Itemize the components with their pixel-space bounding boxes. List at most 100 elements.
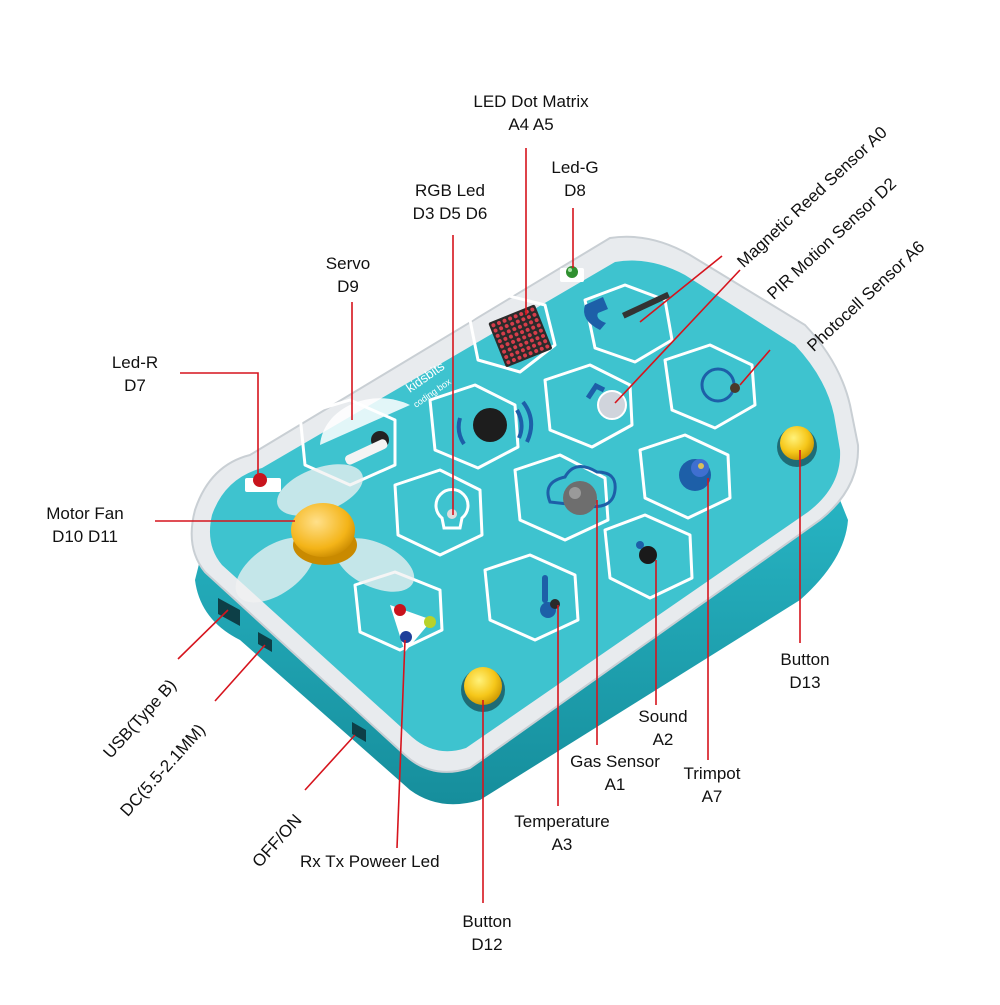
label-led-g-pin: D8	[564, 181, 586, 200]
label-gas-name: Gas Sensor	[570, 752, 660, 771]
label-motor-fan: Motor Fan D10 D11	[30, 502, 140, 548]
led-matrix-dot	[506, 360, 511, 365]
led-matrix-dot	[510, 321, 515, 326]
led-matrix-dot	[491, 323, 496, 328]
hex-tiles	[298, 283, 757, 652]
led-matrix-dot	[526, 315, 531, 320]
led-matrix-dot	[502, 349, 507, 354]
led-matrix-dot	[517, 324, 522, 329]
magnetic-reed-sensor	[584, 291, 670, 330]
label-sound-name: Sound	[638, 707, 688, 726]
led-matrix-dot	[521, 317, 526, 322]
label-sound: Sound A2	[623, 705, 703, 751]
usb-port	[218, 598, 240, 626]
led-matrix-dot	[536, 323, 541, 328]
leader-usb	[177, 609, 229, 660]
led-matrix-dot	[497, 339, 502, 344]
led-matrix-dot	[534, 349, 539, 354]
leader-pir	[614, 269, 741, 404]
label-led-r: Led-R D7	[95, 351, 175, 397]
led-matrix-dot	[531, 325, 536, 330]
led-matrix-dot	[517, 355, 522, 360]
led-matrix-dot	[513, 314, 518, 319]
led-g	[560, 266, 584, 282]
label-gas: Gas Sensor A1	[560, 750, 670, 796]
led-r	[245, 473, 281, 492]
led-matrix-dot	[501, 331, 506, 336]
leader-magnetic	[639, 255, 723, 323]
led-matrix-dot	[495, 333, 500, 338]
buzzer-module	[456, 400, 534, 446]
label-button-d12-pin: D12	[471, 935, 503, 954]
led-matrix-dot	[532, 312, 537, 317]
label-servo-pin: D9	[337, 277, 359, 296]
led-matrix-dot	[509, 352, 514, 357]
led-matrix-dot	[525, 327, 530, 332]
led-matrix-dot	[505, 342, 510, 347]
power-switch	[352, 722, 366, 742]
led-matrix-dots	[491, 307, 550, 365]
label-trimpot-name: Trimpot	[683, 764, 741, 783]
led-matrix-dot	[514, 332, 519, 337]
led-matrix-dot	[537, 341, 542, 346]
led-matrix-dot	[529, 338, 534, 343]
led-matrix-dot	[523, 322, 528, 327]
label-motor-fan-name: Motor Fan	[46, 504, 124, 523]
led-matrix-dot	[543, 339, 548, 344]
motor-fan	[235, 464, 415, 603]
led-matrix-dot	[529, 320, 534, 325]
led-matrix-dot	[504, 354, 509, 359]
led-matrix-dot	[496, 321, 501, 326]
led-matrix-dot	[512, 327, 517, 332]
label-rgb-led-pins: D3 D5 D6	[412, 204, 488, 223]
label-button-d12-name: Button	[462, 912, 512, 931]
led-matrix-dot	[520, 330, 525, 335]
label-rgb-led-name: RGB Led	[415, 181, 485, 200]
button-d13	[777, 426, 817, 467]
trimpot-module	[679, 459, 711, 491]
led-matrix-dot	[507, 347, 512, 352]
label-led-g-name: Led-G	[551, 158, 599, 177]
gas-sensor-module	[546, 465, 617, 515]
led-matrix-dot	[539, 346, 544, 351]
label-servo-name: Servo	[325, 254, 371, 273]
led-matrix-dot	[526, 345, 531, 350]
rgb-led-module	[434, 488, 470, 530]
led-matrix-dot	[522, 335, 527, 340]
label-button-d13-name: Button	[780, 650, 830, 669]
led-matrix-dot	[499, 344, 504, 349]
leader-led-r	[180, 372, 259, 475]
leader-dc	[214, 644, 266, 702]
photocell-sensor	[700, 367, 740, 403]
led-matrix-dot	[523, 353, 528, 358]
leader-lines	[155, 148, 801, 903]
dc-jack	[258, 632, 272, 652]
label-trimpot-pin: A7	[701, 787, 723, 806]
led-matrix-dot	[508, 316, 513, 321]
sound-module	[636, 541, 657, 564]
led-matrix-dot	[513, 345, 518, 350]
led-matrix-dot	[516, 337, 521, 342]
led-matrix-dot	[504, 324, 509, 329]
label-button-d12: Button D12	[437, 910, 537, 956]
led-matrix-dot	[533, 330, 538, 335]
led-matrix-dot	[524, 340, 529, 345]
label-temperature: Temperature A3	[498, 810, 626, 856]
led-matrix-dot	[515, 319, 520, 324]
label-rx-tx: Rx Tx Poweer Led	[300, 852, 440, 871]
label-button-d13-pin: D13	[789, 673, 821, 692]
label-led-matrix-pins: A4 A5	[508, 115, 554, 134]
led-matrix-dot	[527, 333, 532, 338]
label-temperature-name: Temperature	[514, 812, 610, 831]
led-matrix-dot	[511, 339, 516, 344]
led-matrix-dot	[499, 326, 504, 331]
led-matrix-dot	[515, 350, 520, 355]
led-matrix	[488, 304, 552, 367]
label-led-matrix: LED Dot Matrix A4 A5	[456, 90, 606, 136]
led-matrix-dot	[530, 307, 535, 312]
led-matrix-dot	[541, 333, 546, 338]
led-matrix-dot	[528, 351, 533, 356]
label-sound-pin: A2	[652, 730, 674, 749]
led-matrix-dot	[506, 329, 511, 334]
